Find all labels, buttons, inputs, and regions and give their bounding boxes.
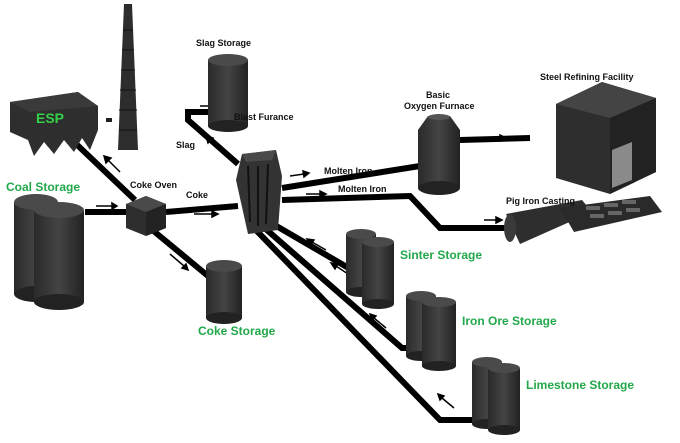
pipe-limestone bbox=[249, 223, 476, 423]
label-limestone-storage: Limestone Storage bbox=[526, 378, 635, 392]
coke-storage-tank bbox=[206, 260, 242, 324]
blast-furnace bbox=[236, 150, 282, 234]
pipe-molten-iron-2 bbox=[281, 192, 508, 231]
sinter-storage-tanks bbox=[346, 229, 394, 309]
iron-ore-storage-tanks bbox=[406, 291, 456, 371]
flow-arrows bbox=[96, 101, 508, 409]
label-coke-storage: Coke Storage bbox=[198, 324, 276, 338]
pipe-coke-to-furnace bbox=[165, 203, 239, 215]
label-coke-oven: Coke Oven bbox=[130, 180, 178, 190]
label-blast-furnace: Blast Furance bbox=[234, 112, 294, 122]
slag-storage-tank bbox=[208, 54, 248, 132]
label-bof-line2: Oxygen Furnace bbox=[404, 101, 475, 111]
pipe-molten-iron-1 bbox=[281, 163, 421, 191]
arrow-limestone bbox=[436, 392, 455, 409]
label-slag: Slag bbox=[176, 140, 196, 150]
esp-unit bbox=[10, 92, 98, 156]
arrow-bof-to-steel bbox=[486, 133, 508, 143]
pig-iron-casting bbox=[504, 196, 662, 244]
label-coal-storage: Coal Storage bbox=[6, 180, 81, 194]
label-molten-iron-1: Molten Iron bbox=[324, 166, 373, 176]
label-steel-refining: Steel Refining Facility bbox=[540, 72, 634, 82]
label-iron-ore-storage: Iron Ore Storage bbox=[462, 314, 557, 328]
coke-oven bbox=[126, 196, 166, 236]
label-pig-iron-casting: Pig Iron Casting bbox=[506, 196, 576, 206]
basic-oxygen-furnace bbox=[418, 114, 460, 195]
arrow-oven-to-coke-storage bbox=[169, 253, 190, 272]
arrow-molten-iron-1 bbox=[289, 169, 311, 179]
label-slag-storage: Slag Storage bbox=[196, 38, 252, 48]
label-molten-iron-2: Molten Iron bbox=[338, 184, 387, 194]
arrow-slag-lower bbox=[204, 134, 223, 151]
label-sinter-storage: Sinter Storage bbox=[400, 248, 483, 262]
pipe-bof-to-steel bbox=[459, 135, 531, 143]
pipes bbox=[69, 109, 531, 423]
pipe-sinter bbox=[264, 217, 354, 273]
label-coke: Coke bbox=[186, 190, 209, 200]
coal-storage-tanks bbox=[14, 194, 84, 310]
arrow-pig-iron bbox=[484, 215, 504, 225]
pipe-oven-to-esp bbox=[69, 137, 138, 203]
arrow-molten-iron-2 bbox=[306, 189, 328, 199]
label-bof-line1: Basic bbox=[426, 90, 451, 100]
arrow-coal-to-oven bbox=[96, 201, 119, 211]
label-esp: ESP bbox=[36, 110, 65, 126]
arrow-coke-to-furnace bbox=[194, 209, 220, 219]
arrow-iron-ore bbox=[368, 312, 387, 329]
chimney bbox=[106, 4, 138, 150]
pipe-oven-to-coke-storage bbox=[148, 225, 210, 279]
steel-refining-building bbox=[556, 82, 656, 194]
limestone-storage-tanks bbox=[472, 357, 520, 435]
arrow-oven-to-esp bbox=[102, 154, 121, 173]
arrow-sinter bbox=[305, 238, 327, 251]
